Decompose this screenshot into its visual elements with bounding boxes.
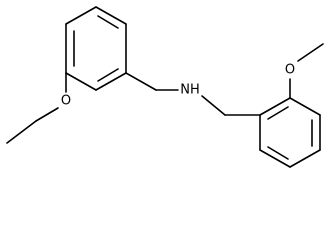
left-benzene-ring xyxy=(65,6,127,91)
right-ring-double-bond xyxy=(267,106,289,120)
right-benzene-ring xyxy=(259,97,321,168)
left-benzyl-linker xyxy=(125,72,179,91)
right-ring-bond xyxy=(289,149,321,168)
right-ring-double-bond xyxy=(267,146,289,160)
left-ring-bond xyxy=(95,6,127,25)
ring-to-ch2-bond xyxy=(125,72,157,91)
amine-label: NH xyxy=(180,83,200,98)
oxygen-to-methyl-bond xyxy=(297,43,324,62)
left-ring-bond xyxy=(65,6,97,25)
right-ring-bond xyxy=(259,149,291,168)
ethyl-bond xyxy=(6,120,37,144)
left-ring-double-bond xyxy=(97,15,119,29)
left-ring-bond xyxy=(95,72,127,91)
right-ring-bond xyxy=(259,97,291,116)
right-ring-bond xyxy=(289,97,321,116)
left-ring-bond xyxy=(65,72,97,91)
left-ring-double-bond xyxy=(97,68,119,82)
oxygen-to-ethyl-bond xyxy=(35,107,59,122)
ethoxy-oxygen-label: O xyxy=(61,94,71,109)
methoxy-oxygen-label: O xyxy=(285,63,295,78)
ethoxy-group: O xyxy=(6,72,71,144)
right-benzyl-linker xyxy=(201,95,261,116)
molecule-structure-diagram: O NH O xyxy=(6,6,324,168)
methoxy-group: O xyxy=(285,43,324,99)
nh-to-ch2-bond xyxy=(201,95,226,116)
